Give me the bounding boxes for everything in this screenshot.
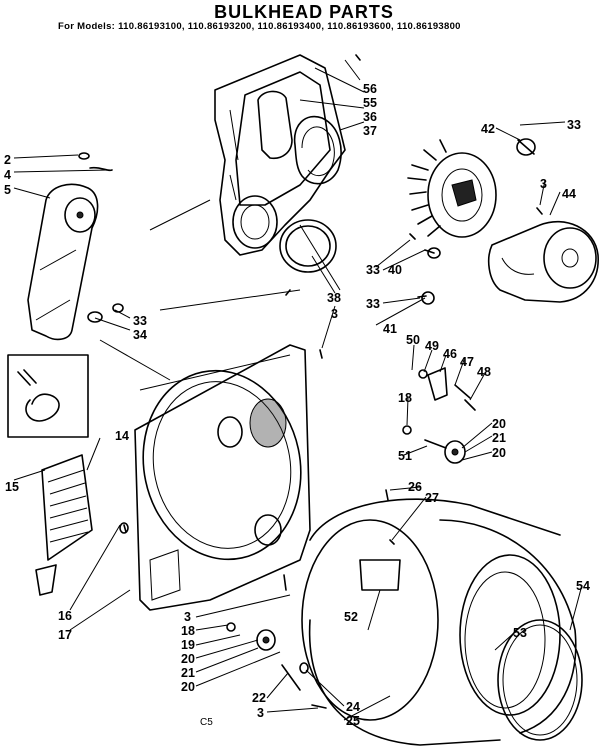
callout-3b: 3 xyxy=(331,307,338,321)
callout-26: 26 xyxy=(408,480,422,494)
callout-19: 19 xyxy=(181,638,195,652)
callout-22: 22 xyxy=(252,691,266,705)
leader-lines xyxy=(13,59,583,721)
callout-numbers: 56 55 36 37 33 42 3 44 2 4 5 33 34 38 3 … xyxy=(4,82,590,728)
callout-34: 34 xyxy=(133,328,147,342)
blower-clip xyxy=(516,138,536,156)
callout-27: 27 xyxy=(425,491,439,505)
callout-33a: 33 xyxy=(567,118,581,132)
diagram-title: BULKHEAD PARTS xyxy=(214,2,394,22)
front-bulkhead-panel xyxy=(134,344,311,611)
callout-33c: 33 xyxy=(366,263,380,277)
callout-41: 41 xyxy=(383,322,397,336)
callout-18a: 18 xyxy=(398,391,412,405)
callout-20b: 20 xyxy=(492,446,506,460)
callout-36: 36 xyxy=(363,110,377,124)
motor-blower-housing xyxy=(487,220,599,303)
callout-48: 48 xyxy=(477,365,491,379)
callout-5: 5 xyxy=(4,183,11,197)
callout-20d: 20 xyxy=(181,680,195,694)
model-numbers: For Models: 110.86193100, 110.86193200, … xyxy=(58,21,461,32)
callout-44: 44 xyxy=(562,187,576,201)
belt-bracket-parts xyxy=(418,367,476,411)
callout-25: 25 xyxy=(346,714,360,728)
callout-51: 51 xyxy=(398,449,412,463)
drum-roller-upper xyxy=(402,425,466,464)
duct-gasket-ring xyxy=(279,219,337,273)
idler-screw-parts xyxy=(78,152,124,323)
drum-roller-lower xyxy=(226,622,276,651)
callout-50: 50 xyxy=(406,333,420,347)
callout-3c: 3 xyxy=(184,610,191,624)
callout-54: 54 xyxy=(576,579,590,593)
callout-47: 47 xyxy=(460,355,474,369)
callout-18b: 18 xyxy=(181,624,195,638)
callout-33b: 33 xyxy=(133,314,147,328)
callout-17: 17 xyxy=(58,628,72,642)
callout-53: 53 xyxy=(513,626,527,640)
callout-20c: 20 xyxy=(181,652,195,666)
callout-15: 15 xyxy=(5,480,19,494)
footer-code: C5 xyxy=(200,717,213,728)
callout-55: 55 xyxy=(363,96,377,110)
duct-seal xyxy=(293,115,342,185)
callout-49: 49 xyxy=(425,339,439,353)
callout-46: 46 xyxy=(443,347,457,361)
callout-21a: 21 xyxy=(492,431,506,445)
callout-4: 4 xyxy=(4,168,11,182)
callout-33d: 33 xyxy=(366,297,380,311)
exhaust-duct-cover xyxy=(214,54,346,256)
callout-14: 14 xyxy=(115,429,129,443)
callout-2: 2 xyxy=(4,153,11,167)
wiring-kit-box xyxy=(7,354,89,438)
callout-42: 42 xyxy=(481,122,495,136)
idler-arm-assembly xyxy=(27,183,99,341)
callout-40: 40 xyxy=(388,263,402,277)
heater-element xyxy=(35,454,93,596)
callout-3d: 3 xyxy=(257,706,264,720)
callout-38: 38 xyxy=(327,291,341,305)
callout-21b: 21 xyxy=(181,666,195,680)
callout-24: 24 xyxy=(346,700,360,714)
callout-3a: 3 xyxy=(540,177,547,191)
callout-37: 37 xyxy=(363,124,377,138)
fasteners xyxy=(119,54,543,591)
blower-wheel xyxy=(407,139,497,238)
callout-52: 52 xyxy=(344,610,358,624)
drum-glide-parts xyxy=(281,662,327,709)
callout-20a: 20 xyxy=(492,417,506,431)
drum-seal-ring xyxy=(497,619,583,741)
callout-56: 56 xyxy=(363,82,377,96)
dryer-drum xyxy=(301,498,577,746)
callout-16: 16 xyxy=(58,609,72,623)
